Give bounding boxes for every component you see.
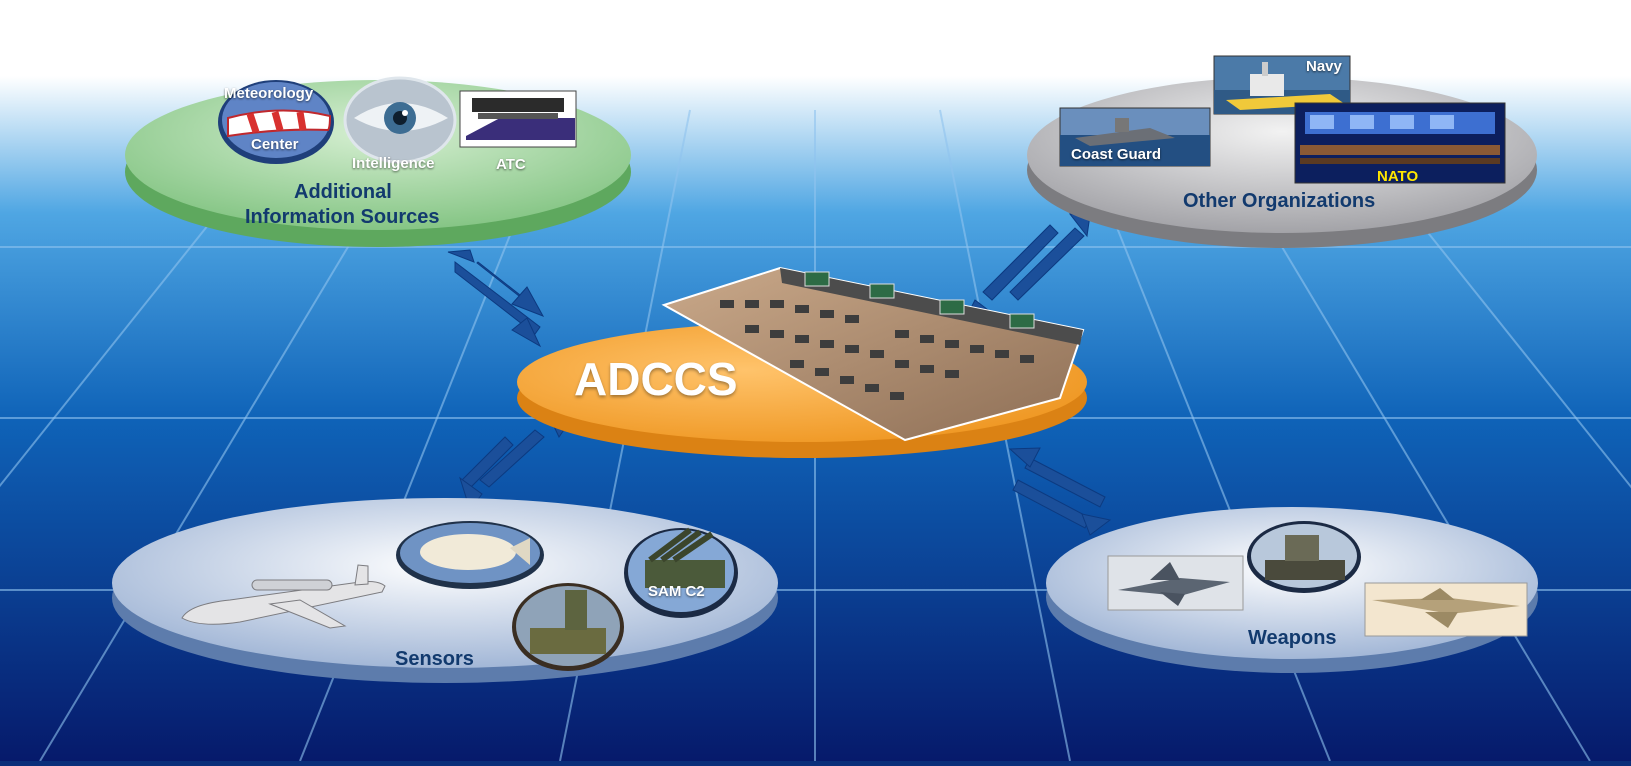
atc-label: ATC xyxy=(496,156,526,173)
node-center xyxy=(517,266,1087,458)
node-additional xyxy=(125,76,631,247)
f16-jet-image xyxy=(1364,582,1528,637)
sam-c2-label: SAM C2 xyxy=(648,583,705,600)
node-other xyxy=(1027,55,1537,248)
fighter-jet-image xyxy=(1107,555,1244,611)
center-item-label: Center xyxy=(251,136,299,153)
navy-label: Navy xyxy=(1306,58,1342,75)
awacs-aircraft-image xyxy=(181,564,386,629)
intelligence-label: Intelligence xyxy=(352,155,435,172)
additional-title-line2: Information Sources xyxy=(245,206,440,228)
weapons-title: Weapons xyxy=(1248,627,1337,649)
nato-label: NATO xyxy=(1377,168,1419,185)
arrow-to-center-from-additional xyxy=(476,261,545,317)
meteorology-image xyxy=(218,80,334,164)
aerostat-blimp-image xyxy=(396,521,544,589)
additional-title-line1: Additional xyxy=(294,181,392,203)
command-room-image xyxy=(661,266,1085,442)
radar-system-image xyxy=(512,583,624,671)
node-sensors xyxy=(112,498,778,683)
arrow-to-center-from-sensors xyxy=(479,429,545,488)
sam-launcher-image xyxy=(1247,521,1361,593)
meteorology-label: Meteorology xyxy=(224,85,314,102)
intelligence-eye-image xyxy=(343,76,457,164)
nato-room-image xyxy=(1294,102,1506,184)
center-label: ADCCS xyxy=(574,353,738,405)
coast-guard-label: Coast Guard xyxy=(1071,146,1162,163)
other-organizations-title: Other Organizations xyxy=(1183,190,1376,212)
sam-c2-image xyxy=(624,527,738,618)
coast-guard-ship-image xyxy=(1059,107,1211,167)
sensors-title: Sensors xyxy=(395,648,474,670)
atc-control-room-image xyxy=(459,90,577,148)
node-weapons xyxy=(1046,507,1538,673)
arrow-to-center-from-other xyxy=(982,224,1059,301)
